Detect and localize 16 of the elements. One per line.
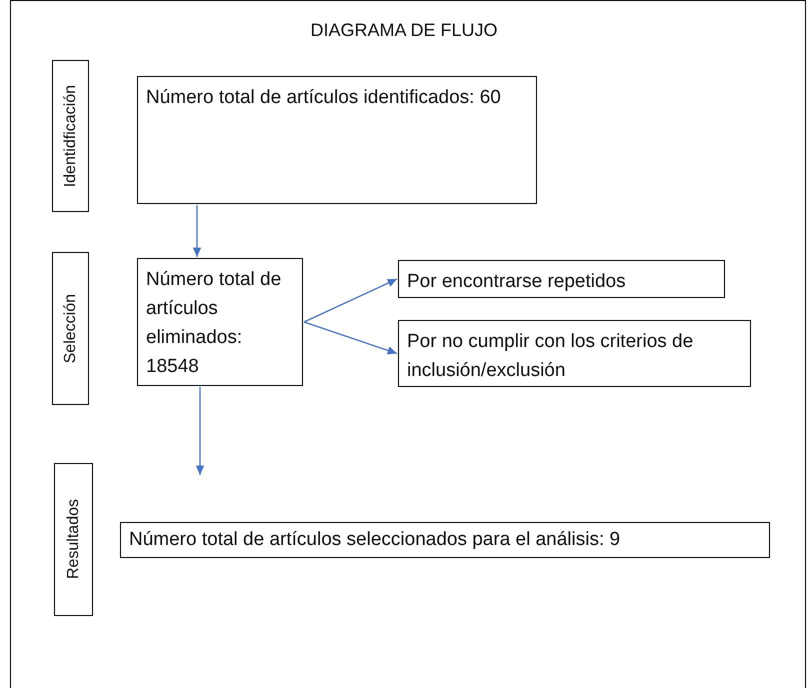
arrow bbox=[192, 205, 202, 257]
stage-label: Identidficación bbox=[60, 84, 80, 188]
arrow bbox=[304, 278, 398, 323]
arrow bbox=[196, 387, 204, 475]
process-box: Número total de artículos eliminados: 18548 bbox=[137, 258, 303, 386]
stage-label: Selección bbox=[60, 294, 80, 364]
process-box: Número total de artículos identificados: 60 bbox=[137, 76, 537, 204]
stage-label-box bbox=[52, 60, 89, 212]
process-box: Por encontrarse repetidos bbox=[398, 260, 725, 298]
diagram-title: DIAGRAMA DE FLUJO bbox=[309, 20, 499, 41]
stage-label: Resultados bbox=[64, 499, 82, 580]
process-box: Por no cumplir con los criterios de inclusión/exclusión bbox=[398, 320, 751, 387]
arrow bbox=[304, 321, 398, 354]
stage-label-box bbox=[54, 463, 93, 616]
process-box: Número total de artículos seleccionados para el análisis: 9 bbox=[120, 522, 770, 558]
stage-label-box bbox=[52, 252, 89, 405]
